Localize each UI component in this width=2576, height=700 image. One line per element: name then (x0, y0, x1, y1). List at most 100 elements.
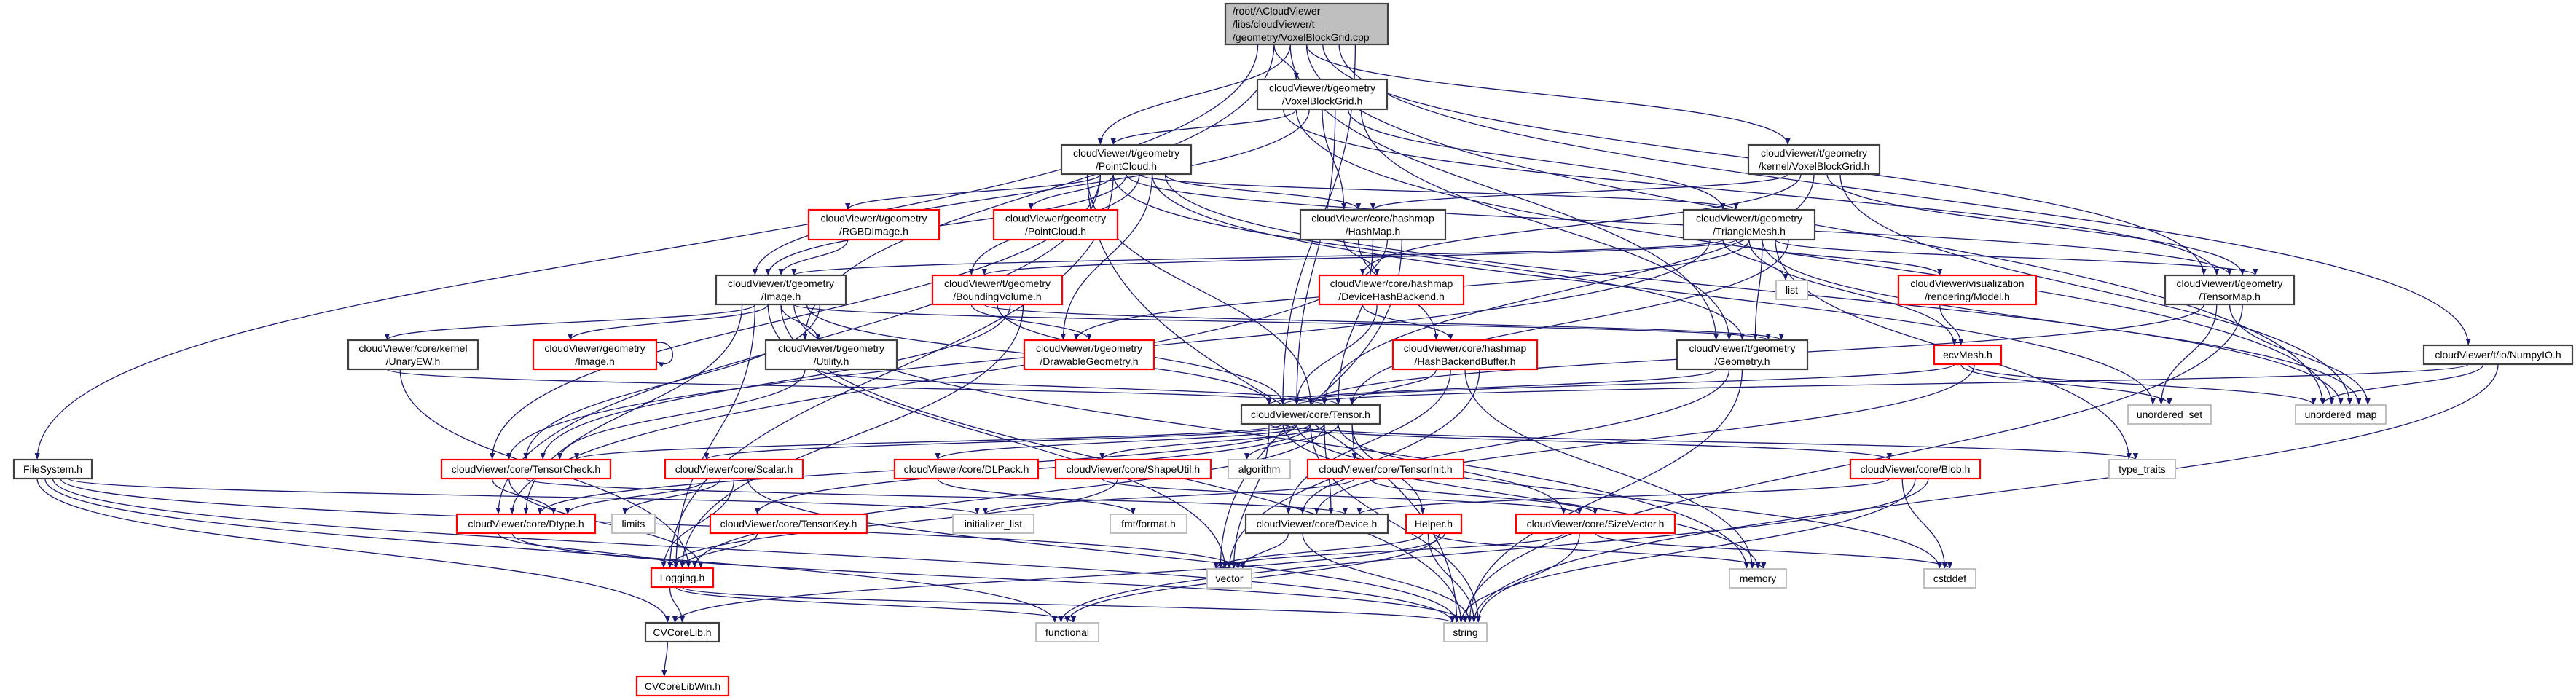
node-label: fmt/format.h (1121, 518, 1176, 530)
node-box (2295, 404, 2387, 425)
node-cloudviewer-core-device-h[interactable]: cloudViewer/core/Device.h (1244, 513, 1389, 535)
node-cloudviewer-geometry-pointcloud-h[interactable]: cloudViewer/geometry/PointCloud.h (992, 208, 1119, 241)
node-cloudviewer-core-hashmap-hashbackendbuffer-h[interactable]: cloudViewer/core/hashmap/HashBackendBuff… (1391, 339, 1539, 371)
node-helper-h[interactable]: Helper.h (1405, 513, 1463, 535)
node-cloudviewer-visualization-rendering-model-h[interactable]: cloudViewer/visualization/rendering/Mode… (1897, 274, 2038, 306)
node-box (1035, 622, 1099, 642)
node-cloudviewer-t-geometry-kernel-voxelblockgrid-h[interactable]: cloudViewer/t/geometry/kernel/VoxelBlock… (1747, 143, 1881, 176)
node-cloudviewer-core-tensorkey-h[interactable]: cloudViewer/core/TensorKey.h (709, 513, 868, 535)
node-box (807, 208, 941, 241)
node-cloudviewer-core-scalar-h[interactable]: cloudViewer/core/Scalar.h (664, 458, 804, 480)
node-label: Helper.h (1415, 518, 1453, 530)
node-cloudviewer-core-dtype-h[interactable]: cloudViewer/core/Dtype.h (455, 513, 597, 535)
node-box (1306, 458, 1465, 480)
node-label: cloudViewer/visualization (1910, 278, 2024, 289)
node-cloudviewer-geometry-image-h[interactable]: cloudViewer/geometry/Image.h (532, 339, 658, 371)
node-label: unordered_map (2305, 409, 2377, 420)
edge-cloudviewer-core-hashmap-devicehashbackend-h-to-cloudviewer-core-hashmap-hashbackendbuffer-h (1362, 304, 1453, 341)
edge-root-acloudviewer-libs-cloudviewer-t-geometry-voxelblockgrid-cpp-to-cloudviewer-t-io-numpyio-h (1338, 44, 2471, 346)
edge-cloudviewer-t-geometry-pointcloud-h-to-cloudviewer-core-hashmap-hashmap-h (1164, 173, 1362, 211)
node-label: /PointCloud.h (1096, 160, 1157, 172)
node-cloudviewer-core-dlpack-h[interactable]: cloudViewer/core/DLPack.h (893, 458, 1040, 480)
edge-cloudviewer-t-geometry-image-h-to-cloudviewer-core-kernel-unaryew-h (384, 304, 756, 341)
node-cloudviewer-t-geometry-geometry-h[interactable]: cloudViewer/t/geometry/Geometry.h (1676, 339, 1809, 371)
edge-cloudviewer-t-geometry-geometry-h-to-string (1466, 369, 1743, 624)
node-cloudviewer-core-tensorinit-h[interactable]: cloudViewer/core/TensorInit.h (1306, 458, 1465, 480)
edge-cloudviewer-t-geometry-voxelblockgrid-h-to-cloudviewer-core-tensor-h (1294, 109, 1336, 406)
node-box (1676, 339, 1809, 371)
node-cloudviewer-t-geometry-boundingvolume-h[interactable]: cloudViewer/t/geometry/BoundingVolume.h (931, 274, 1064, 306)
node-cloudviewer-core-kernel-unaryew-h[interactable]: cloudViewer/core/kernel/UnaryEW.h (347, 339, 479, 371)
node-box (1060, 143, 1193, 176)
edge-cloudviewer-core-scalar-h-to-logging-h (661, 478, 735, 569)
node-cloudviewer-core-shapeutil-h[interactable]: cloudViewer/core/ShapeUtil.h (1054, 458, 1212, 480)
edge-cloudviewer-t-geometry-trianglemesh-h-to-cloudviewer-visualization-rendering-model-h (1735, 239, 1943, 276)
edge-cloudviewer-t-geometry-trianglemesh-h-to-cloudviewer-t-geometry-boundingvolume-h (981, 239, 1737, 276)
edge-cloudviewer-t-geometry-pointcloud-h-to-unordered-map (1164, 173, 2344, 406)
node-initializer-list: initializer_list (952, 514, 1034, 534)
node-cloudviewer-core-blob-h[interactable]: cloudViewer/core/Blob.h (1849, 458, 1982, 480)
node-cloudviewer-t-geometry-utility-h[interactable]: cloudViewer/t/geometry/Utility.h (764, 339, 898, 371)
node-label: string (1453, 626, 1477, 638)
node-box (532, 339, 658, 371)
node-label: cloudViewer/core/Device.h (1257, 518, 1378, 530)
node-cloudviewer-t-geometry-rgbdimage-h[interactable]: cloudViewer/t/geometry/RGBDImage.h (807, 208, 941, 241)
node-box (992, 208, 1119, 241)
node-label: algorithm (1238, 463, 1281, 475)
edge-cloudviewer-core-dtype-h-to-logging-h (498, 532, 679, 569)
node-cloudviewer-t-geometry-trianglemesh-h[interactable]: cloudViewer/t/geometry/TriangleMesh.h (1682, 208, 1816, 241)
node-cloudviewer-t-geometry-pointcloud-h[interactable]: cloudViewer/t/geometry/PointCloud.h (1060, 143, 1193, 176)
node-cloudviewer-core-tensorcheck-h[interactable]: cloudViewer/core/TensorCheck.h (440, 458, 612, 480)
node-cloudviewer-t-geometry-tensormap-h[interactable]: cloudViewer/t/geometry/TensorMap.h (2164, 274, 2296, 306)
node-label: cloudViewer/core/Tensor.h (1251, 409, 1370, 420)
edge-cloudviewer-geometry-image-h-to-cloudviewer-geometry-image-h (654, 342, 673, 368)
node-box (1224, 2, 1389, 46)
node-box (1256, 78, 1389, 111)
node-box (644, 621, 720, 643)
node-box (1391, 339, 1539, 371)
edge-cvcorelib-h-to-cvcorelibwin-h (661, 641, 668, 677)
node-cloudviewer-core-sizevector-h[interactable]: cloudViewer/core/SizeVector.h (1515, 513, 1676, 535)
edge-cloudviewer-t-geometry-geometry-h-to-cloudviewer-core-tensor-h (1266, 369, 1717, 406)
node-vector: vector (1206, 568, 1252, 589)
node-label: functional (1045, 626, 1089, 638)
node-label: unordered_set (2137, 409, 2202, 420)
node-box (1228, 459, 1291, 479)
node-label: CVCoreLibWin.h (645, 680, 720, 692)
edge-cloudviewer-t-geometry-image-h-to-cloudviewer-geometry-image-h (568, 304, 769, 341)
node-label: /HashMap.h (1346, 226, 1400, 237)
node-filesystem-h[interactable]: FileSystem.h (12, 458, 93, 480)
node-cloudviewer-t-geometry-image-h[interactable]: cloudViewer/t/geometry/Image.h (715, 274, 847, 306)
node-root-acloudviewer-libs-cloudviewer-t-geometry-voxelblockgrid-cpp[interactable]: /root/ACloudViewer/libs/cloudViewer/t/ge… (1224, 2, 1389, 46)
node-logging-h[interactable]: Logging.h (650, 567, 715, 589)
node-cloudviewer-t-geometry-voxelblockgrid-h[interactable]: cloudViewer/t/geometry/VoxelBlockGrid.h (1256, 78, 1389, 111)
edge-cloudviewer-t-geometry-utility-h-to-cloudviewer-core-tensorcheck-h (557, 369, 806, 460)
node-cvcorelibwin-h[interactable]: CVCoreLibWin.h (635, 675, 730, 697)
node-box (764, 339, 898, 371)
node-label: cloudViewer/core/kernel (358, 342, 467, 354)
node-cloudviewer-t-geometry-drawablegeometry-h[interactable]: cloudViewer/t/geometry/DrawableGeometry.… (1023, 339, 1155, 371)
node-cloudviewer-core-hashmap-hashmap-h[interactable]: cloudViewer/core/hashmap/HashMap.h (1299, 208, 1447, 241)
node-box (1849, 458, 1982, 480)
node-label: cloudViewer/core/hashmap (1330, 278, 1453, 289)
node-box (1240, 404, 1381, 425)
edge-cloudviewer-core-hashmap-hashbackendbuffer-h-to-cloudviewer-core-tensor-h (1349, 369, 1437, 406)
edge-cloudviewer-t-geometry-trianglemesh-h-to-unordered-map (1762, 239, 2362, 406)
edge-cloudviewer-core-sizevector-h-to-string (1475, 532, 1580, 624)
node-cloudviewer-core-hashmap-devicehashbackend-h[interactable]: cloudViewer/core/hashmap/DeviceHashBacke… (1318, 274, 1465, 306)
node-box (1682, 208, 1816, 241)
node-ecvmesh-h[interactable]: ecvMesh.h (1933, 344, 2003, 366)
node-label: cloudViewer/core/Dtype.h (468, 518, 584, 530)
edge-cloudviewer-t-geometry-boundingvolume-h-to-cloudviewer-core-tensorcheck-h (540, 304, 1011, 460)
edge-cloudviewer-core-tensorcheck-h-to-cloudviewer-core-device-h (525, 478, 1348, 515)
edge-cloudviewer-core-blob-h-to-cstddef (1901, 478, 1947, 570)
node-cloudviewer-core-tensor-h[interactable]: cloudViewer/core/Tensor.h (1240, 404, 1381, 425)
node-label: cstddef (1933, 573, 1966, 584)
node-label: /DeviceHashBackend.h (1338, 291, 1445, 302)
node-box (2108, 459, 2176, 479)
edge-ecvmesh-h-to-unordered-set (1960, 363, 2172, 406)
node-label: cloudViewer/core/DLPack.h (904, 463, 1029, 475)
node-cvcorelib-h[interactable]: CVCoreLib.h (644, 621, 720, 643)
node-cloudviewer-t-io-numpyio-h[interactable]: cloudViewer/t/io/NumpyIO.h (2422, 344, 2574, 366)
node-label: list (1786, 284, 1798, 296)
